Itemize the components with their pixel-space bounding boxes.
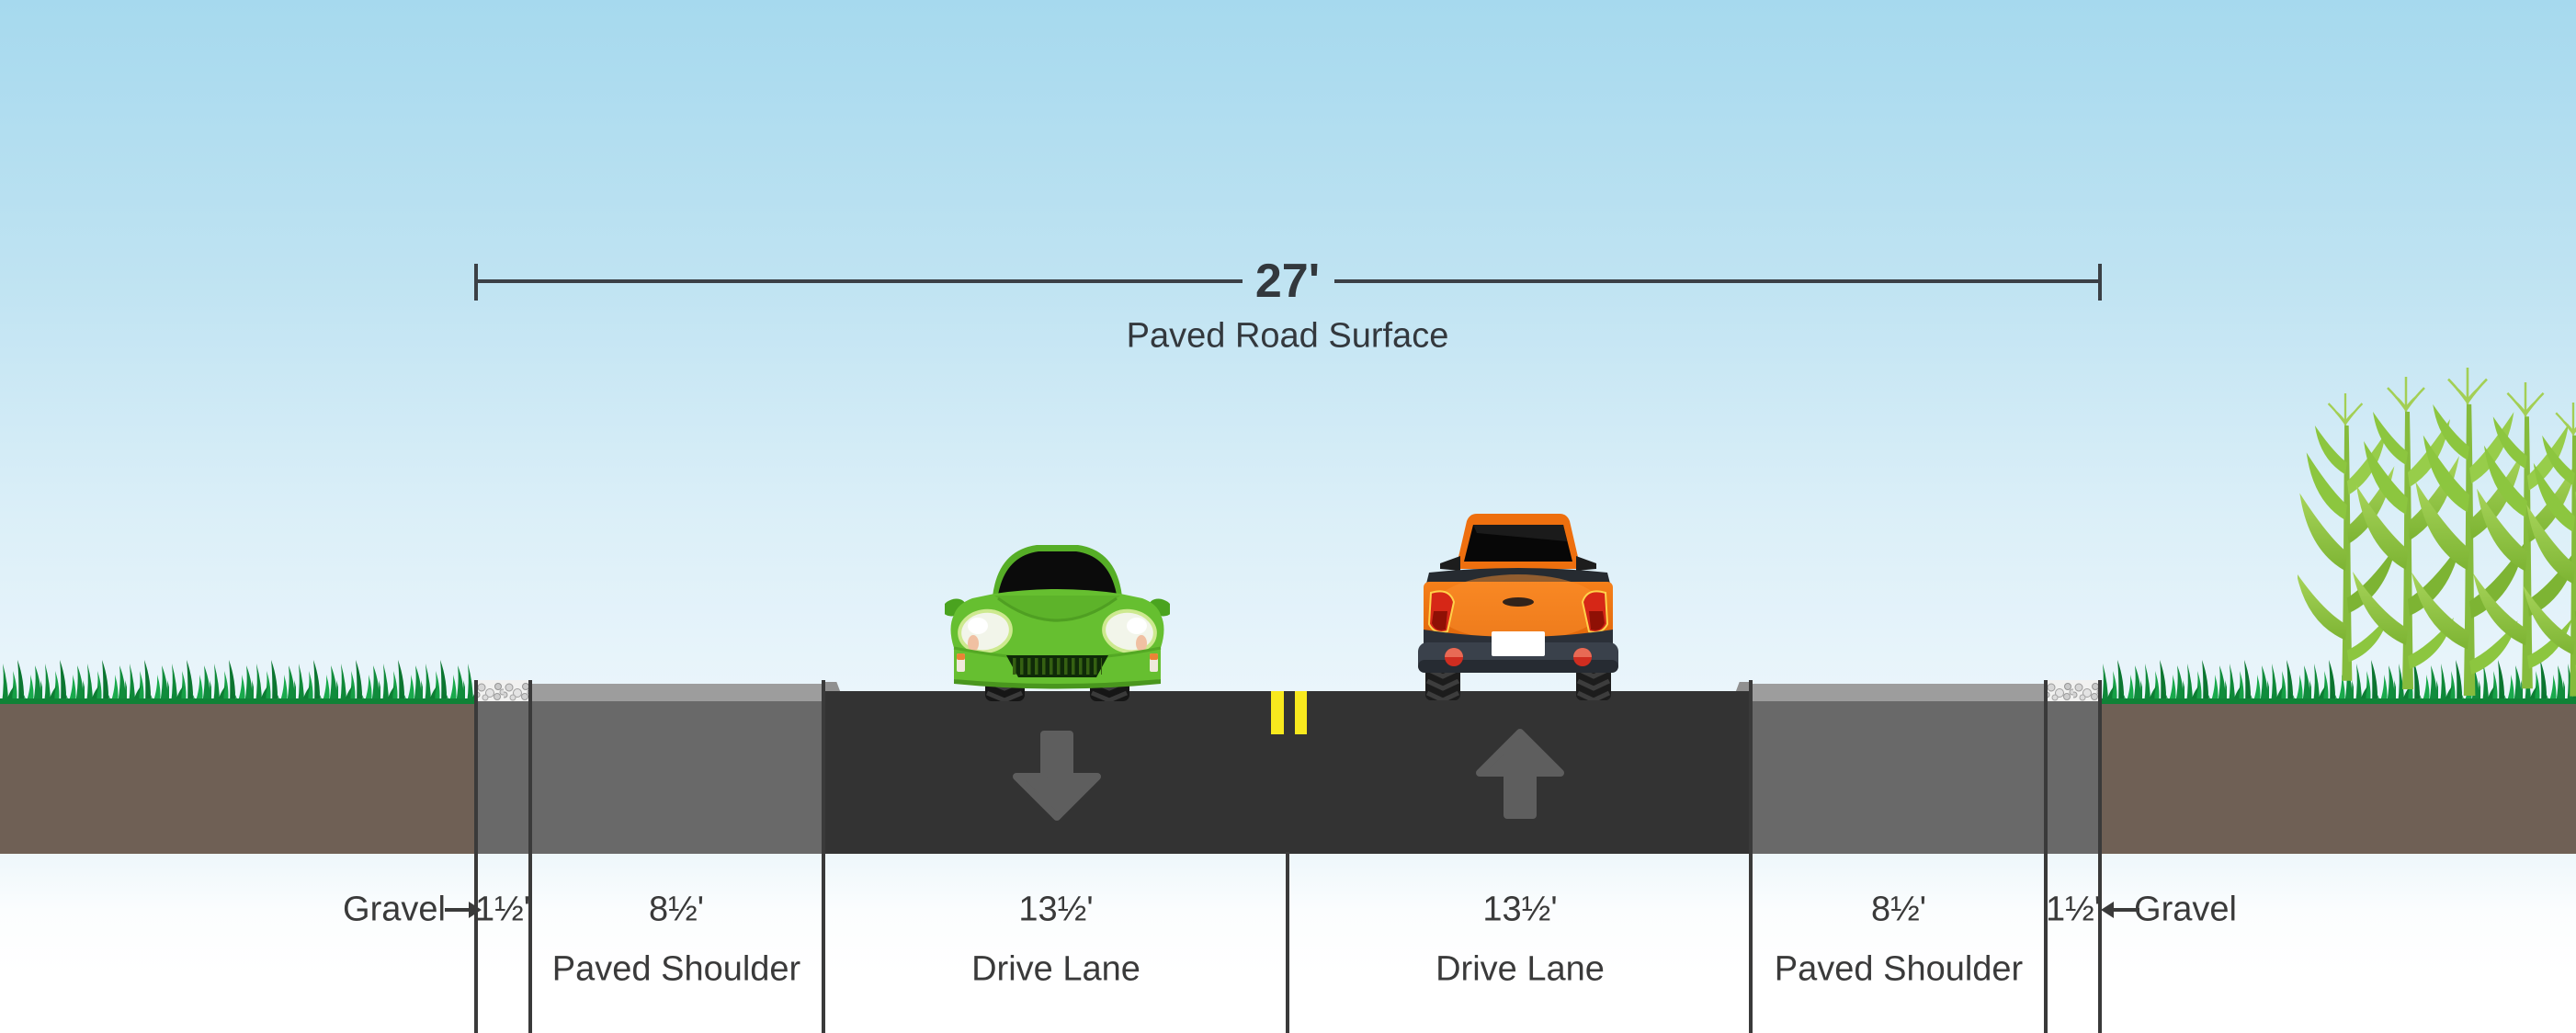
car-bumper-markers	[957, 653, 1158, 672]
car-windshield	[998, 551, 1117, 595]
orange-pickup-truck[interactable]	[1403, 514, 1633, 700]
shoulder-right-width-label: 8½'	[1870, 890, 1927, 929]
truck-tail-lights	[1427, 590, 1609, 633]
gravel-texture-left	[476, 680, 530, 701]
car-headlight-left	[958, 608, 1013, 654]
divider-gravel-right-outer	[2098, 680, 2102, 1033]
lane-left-name-label: Drive Lane	[971, 949, 1140, 989]
car-grille	[1006, 655, 1108, 677]
lane-right-width-label: 13½'	[1482, 890, 1558, 929]
gravel-left-leader-line	[445, 908, 471, 912]
center-line-yellow-right	[1295, 691, 1307, 734]
shoulder-left-name-label: Paved Shoulder	[551, 949, 801, 989]
gravel-left-width-label: 1½'	[474, 890, 531, 929]
divider-gravel-shoulder-right	[2044, 680, 2048, 1033]
truck-tailgate-handle	[1503, 597, 1534, 607]
divider-shoulder-lane-right	[1749, 680, 1753, 1033]
bracket-tick-left	[474, 264, 478, 301]
gravel-left-name-label: Gravel	[343, 890, 446, 929]
segment-paved-shoulder-left[interactable]	[476, 701, 823, 854]
gravel-texture-right	[2046, 680, 2100, 701]
corn-stalks	[2298, 366, 2576, 698]
divider-gravel-left-outer	[474, 680, 478, 1033]
bracket-tick-right	[2098, 264, 2102, 301]
divider-shoulder-lane-left	[822, 680, 825, 1033]
segment-paved-shoulder-right[interactable]	[1753, 701, 2100, 854]
lane-right-name-label: Drive Lane	[1436, 949, 1605, 989]
gravel-right-width-label: 1½'	[2045, 890, 2102, 929]
grass-right	[2100, 658, 2576, 704]
center-line-yellow-left	[1271, 691, 1284, 734]
lane-direction-away-icon	[1476, 729, 1564, 819]
lane-direction-toward-icon	[1013, 731, 1101, 821]
truck-mirror-left	[1440, 556, 1460, 571]
gravel-right-name-label: Gravel	[2134, 890, 2237, 929]
gravel-right-leader-arrow-icon	[2101, 902, 2114, 918]
shoulder-lip-right	[1753, 684, 2046, 701]
divider-lane-center	[1286, 852, 1289, 1033]
soil-left	[0, 701, 476, 854]
bracket-line-left	[476, 279, 1243, 283]
gravel-right-leader-line	[2114, 908, 2139, 912]
shoulder-left-width-label: 8½'	[648, 890, 705, 929]
truck-mirror-right	[1576, 556, 1596, 571]
green-car[interactable]	[945, 539, 1170, 701]
total-width-label: 27'	[1254, 255, 1321, 308]
car-body	[950, 589, 1164, 687]
car-headlight-right	[1102, 608, 1157, 654]
shoulder-right-name-label: Paved Shoulder	[1774, 949, 2024, 989]
soil-right	[2100, 701, 2576, 854]
truck-reflectors	[1445, 648, 1592, 666]
surface-type-label: Paved Road Surface	[1126, 316, 1449, 356]
grass-left	[0, 658, 476, 704]
shoulder-lip-left	[530, 684, 823, 701]
bracket-line-right	[1334, 279, 2100, 283]
lane-left-width-label: 13½'	[1018, 890, 1094, 929]
gravel-left-leader-arrow-icon	[469, 902, 482, 918]
truck-license-plate	[1492, 631, 1545, 656]
divider-gravel-shoulder-left	[528, 680, 532, 1033]
